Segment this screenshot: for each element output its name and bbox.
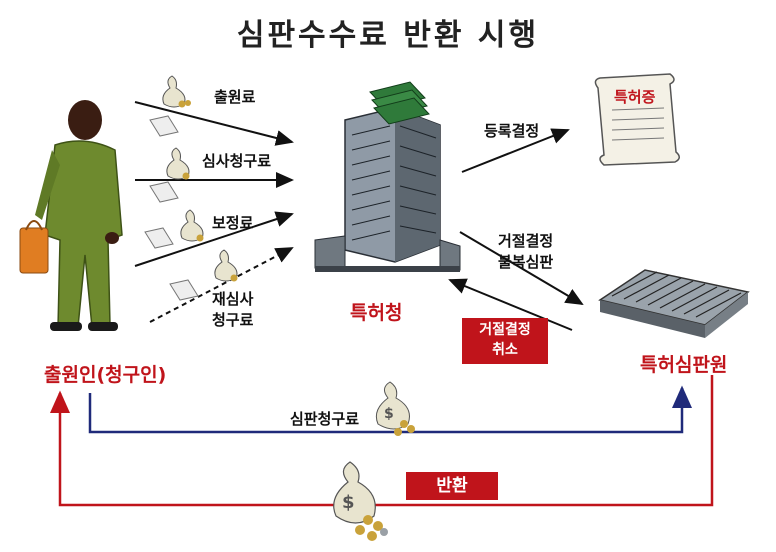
tribunal-label: 특허심판원 — [640, 354, 728, 376]
refund-box: 반환 — [406, 472, 498, 500]
trial-fee-label: 심판청구료 — [290, 410, 360, 428]
arrow-refund — [50, 375, 714, 507]
arrow-registration — [461, 128, 570, 173]
document-icon — [169, 279, 199, 301]
office-label: 특허청 — [350, 302, 403, 324]
svg-text:$: $ — [342, 492, 355, 513]
arrow-trial-fee — [88, 385, 692, 434]
document-icon — [149, 181, 179, 203]
patent-certificate-icon — [594, 73, 680, 166]
money-bag-icon: $ — [333, 461, 388, 541]
arrow-appeal — [459, 231, 584, 306]
rejection-cancel-line2: 취소 — [492, 342, 518, 358]
money-bag-icon — [162, 75, 191, 108]
money-bag-icon — [214, 249, 238, 282]
fee-label-amendment: 보정료 — [212, 214, 254, 232]
money-bag-icon: $ — [375, 381, 415, 436]
arrow-application-fee — [134, 101, 294, 146]
rejection-cancel-line1: 거절결정 — [479, 322, 531, 338]
registration-label: 등록결정 — [484, 122, 540, 140]
patent-office-building-icon — [314, 107, 461, 272]
certificate-label: 특허증 — [614, 88, 656, 106]
document-icon — [144, 227, 174, 249]
money-stack-icon — [369, 81, 430, 125]
fee-label-exam-request: 심사청구료 — [202, 152, 272, 170]
page-title: 심판수수료 반환 시행 — [236, 18, 540, 53]
fee-label-application: 출원료 — [214, 88, 256, 106]
fee-label-reexam-line2: 청구료 — [212, 311, 254, 329]
rejection-cancel-box: 거절결정 취소 — [462, 318, 548, 364]
svg-text:$: $ — [384, 406, 394, 422]
rejection-appeal-line2: 불복심판 — [498, 253, 554, 271]
patent-tribunal-building-icon — [598, 269, 750, 338]
arrow-amendment-fee — [134, 211, 294, 267]
rejection-appeal-line1: 거절결정 — [498, 232, 554, 250]
applicant-figure-icon — [19, 100, 123, 331]
fee-label-reexam: 재심사 청구료 — [212, 288, 253, 330]
applicant-label: 출원인(청구인) — [44, 364, 167, 386]
fee-label-reexam-line1: 재심사 — [212, 290, 254, 308]
rejection-appeal-label: 거절결정 불복심판 — [498, 230, 553, 272]
money-bag-icon — [166, 147, 190, 180]
document-icon — [149, 115, 179, 137]
arrow-cancellation — [448, 278, 573, 331]
money-bag-icon — [180, 209, 204, 242]
